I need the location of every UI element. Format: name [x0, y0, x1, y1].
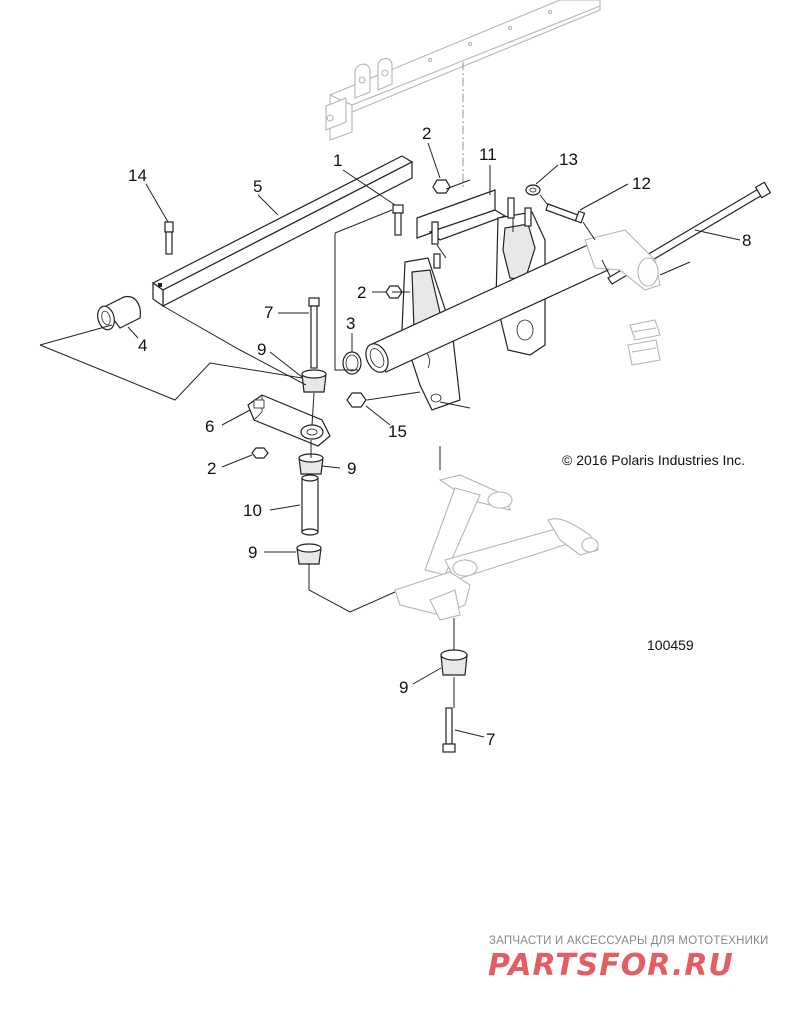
nut-15 [346, 392, 367, 408]
callout-7-bottom: 7 [486, 730, 495, 749]
callout-15: 15 [388, 422, 407, 441]
callout-1: 1 [333, 151, 342, 170]
callout-2-lower: 2 [207, 459, 216, 478]
assembly-lines [39, 179, 691, 708]
washer-13 [525, 184, 541, 196]
callout-6: 6 [205, 417, 214, 436]
callout-labels: 1 2 11 13 12 8 14 5 2 7 3 4 9 6 15 2 9 1… [128, 124, 751, 749]
callout-13: 13 [559, 150, 578, 169]
callout-9-lower: 9 [248, 543, 257, 562]
watermark: ЗАПЧАСТИ И АКСЕССУАРЫ ДЛЯ МОТОТЕХНИКИ PA… [488, 935, 769, 983]
a-arm-ghost [394, 474, 599, 621]
bolt-12 [545, 203, 586, 224]
callout-12: 12 [632, 174, 651, 193]
bushing-9-lower [296, 543, 322, 565]
bolt-1 [392, 204, 404, 236]
watermark-tagline: ЗАПЧАСТИ И АКСЕССУАРЫ ДЛЯ МОТОТЕХНИКИ [489, 935, 769, 947]
bolt-7-bottom [442, 707, 456, 753]
pivot-arm-ghost [584, 229, 661, 366]
stabilizer-bar [151, 155, 414, 308]
callout-leaders [127, 142, 741, 738]
frame-rail-ghost [325, 0, 601, 141]
bushing-9-bottom [440, 649, 468, 676]
callout-2-mid: 2 [357, 283, 366, 302]
callout-8: 8 [742, 231, 751, 250]
bolt-14 [164, 221, 174, 255]
callout-9-mid: 9 [347, 459, 356, 478]
nut-2-top [432, 179, 451, 194]
callout-14: 14 [128, 166, 147, 185]
pivot-bracket-assembly [365, 189, 609, 411]
callout-9-bottom: 9 [399, 678, 408, 697]
copyright-notice: © 2016 Polaris Industries Inc. [562, 452, 745, 468]
callout-2-top: 2 [422, 124, 431, 143]
watermark-logo: PARTSFOR.RU [488, 948, 734, 983]
callout-5: 5 [253, 177, 262, 196]
nut-2-lower [251, 447, 269, 459]
callout-4: 4 [138, 336, 147, 355]
o-ring [342, 351, 362, 375]
bushing-9-upper [301, 369, 327, 393]
callout-3: 3 [346, 314, 355, 333]
figure-number: 100459 [647, 637, 694, 653]
bushing-9-mid [298, 453, 324, 475]
callout-9-upper: 9 [257, 340, 266, 359]
callout-11: 11 [479, 145, 497, 164]
callout-7-top: 7 [264, 303, 273, 322]
sleeve-10 [301, 474, 319, 536]
link-arm [247, 394, 331, 447]
bar-bushing [97, 295, 141, 331]
callout-10: 10 [243, 501, 262, 520]
bolt-7-top [308, 297, 320, 369]
